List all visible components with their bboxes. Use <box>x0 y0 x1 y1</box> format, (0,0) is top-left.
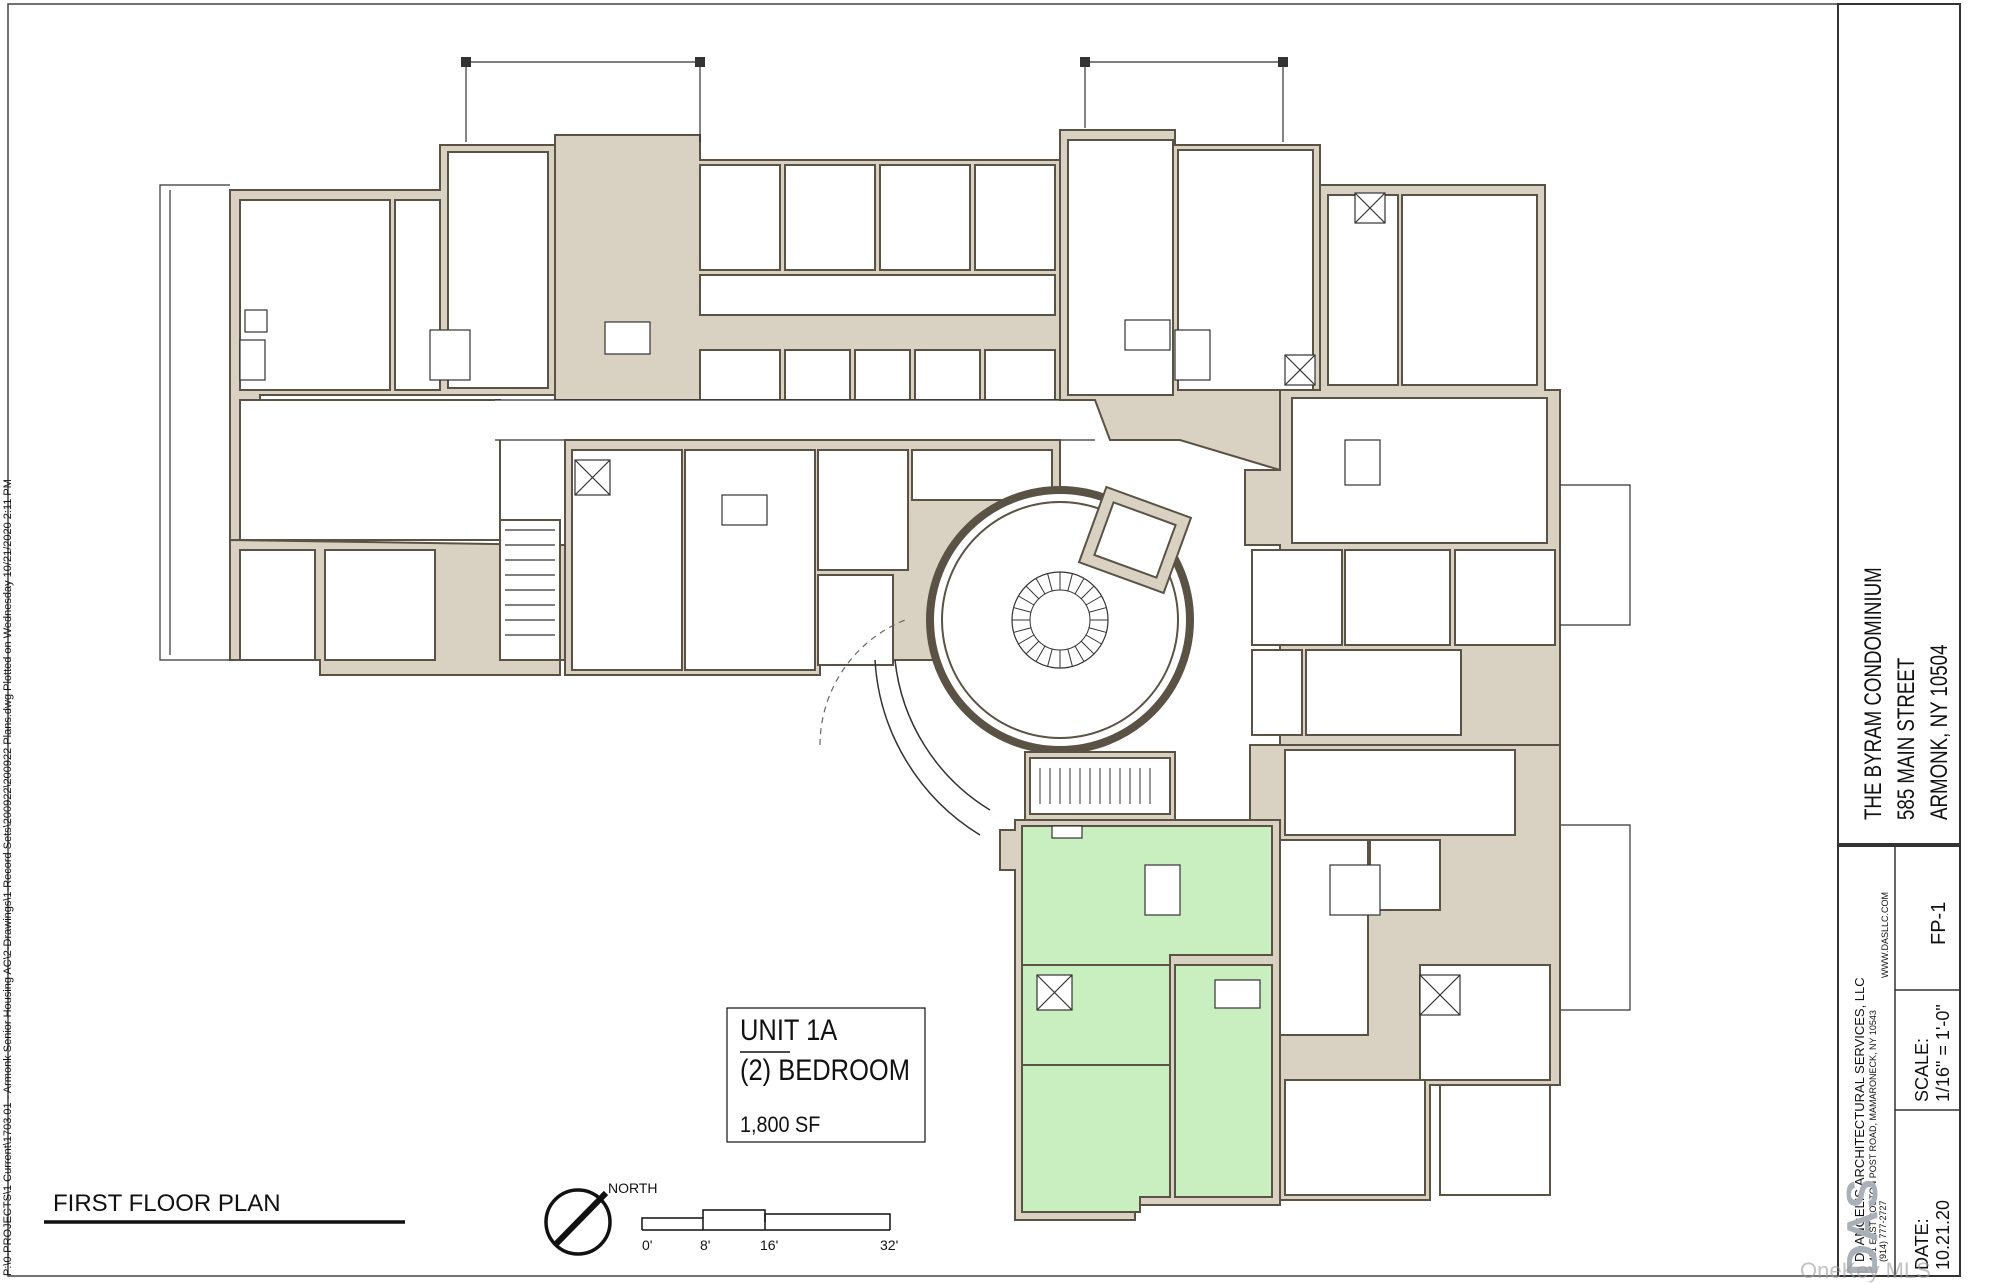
project-street: 585 MAIN STREET <box>1893 657 1920 820</box>
watermark: OneKey MLS <box>1800 1258 1931 1283</box>
scale-bar <box>641 1209 891 1231</box>
stair-spoke <box>1074 645 1085 662</box>
rotunda <box>819 485 1194 836</box>
unit-1a-highlight <box>999 819 1281 1221</box>
stair-spoke <box>1013 607 1032 613</box>
title-block-frame <box>1837 3 1961 1277</box>
stair-spoke <box>1085 634 1102 645</box>
right-wing <box>1244 184 1631 1011</box>
left-central-units <box>495 134 1095 441</box>
plot-path: P:\0-PROJECTS\1 Current\1703.01 - Armonk… <box>2 479 14 1276</box>
stair-spoke <box>1067 648 1073 667</box>
right-central-units <box>1059 129 1321 472</box>
stair-spoke <box>1074 578 1085 595</box>
north-arrow <box>544 1188 612 1256</box>
stair-spoke <box>1088 607 1107 613</box>
sheet-number: FP-1 <box>1928 901 1950 945</box>
scale-tick-2: 16' <box>760 1237 779 1253</box>
stair-spoke <box>1013 627 1032 633</box>
entry-stair <box>1024 751 1176 821</box>
project-name: THE BYRAM CONDOMINIUM <box>1860 567 1887 820</box>
stair-spoke <box>1035 578 1046 595</box>
stair-spoke <box>1067 573 1073 592</box>
stair-spoke <box>1025 585 1040 600</box>
scale-tick-3: 32' <box>880 1237 899 1253</box>
stair-spoke <box>1080 640 1095 655</box>
project-city: ARMONK, NY 10504 <box>1926 644 1953 821</box>
scale-tick-0: 0' <box>642 1237 653 1253</box>
stair-spoke <box>1018 595 1035 606</box>
plan-title: FIRST FLOOR PLAN <box>53 1190 281 1217</box>
stair-spoke <box>1035 645 1046 662</box>
stair-spoke <box>1047 573 1053 592</box>
roof-outlines <box>461 57 1288 142</box>
stair-spoke <box>1025 640 1040 655</box>
scale-value: 1/16" = 1'-0" <box>1933 1004 1953 1102</box>
lower-right-wing <box>1249 744 1561 1201</box>
unit-name: UNIT 1A <box>740 1014 838 1047</box>
stair-spoke <box>1088 627 1107 633</box>
firm-web: WWW.DASLLC.COM <box>1880 891 1890 978</box>
stair-spoke <box>1080 585 1095 600</box>
date-value: 10.21.20 <box>1933 1199 1953 1270</box>
scale-label: SCALE: <box>1912 1037 1932 1102</box>
scale-tick-1: 8' <box>700 1237 711 1253</box>
unit-area: 1,800 SF <box>740 1112 821 1137</box>
north-label: NORTH <box>608 1180 658 1196</box>
stair-spoke <box>1018 634 1035 645</box>
stair-spoke <box>1047 648 1053 667</box>
unit-bedrooms: (2) BEDROOM <box>740 1054 911 1087</box>
unit-callout-frame <box>726 1007 926 1143</box>
stair-spoke <box>1085 595 1102 606</box>
